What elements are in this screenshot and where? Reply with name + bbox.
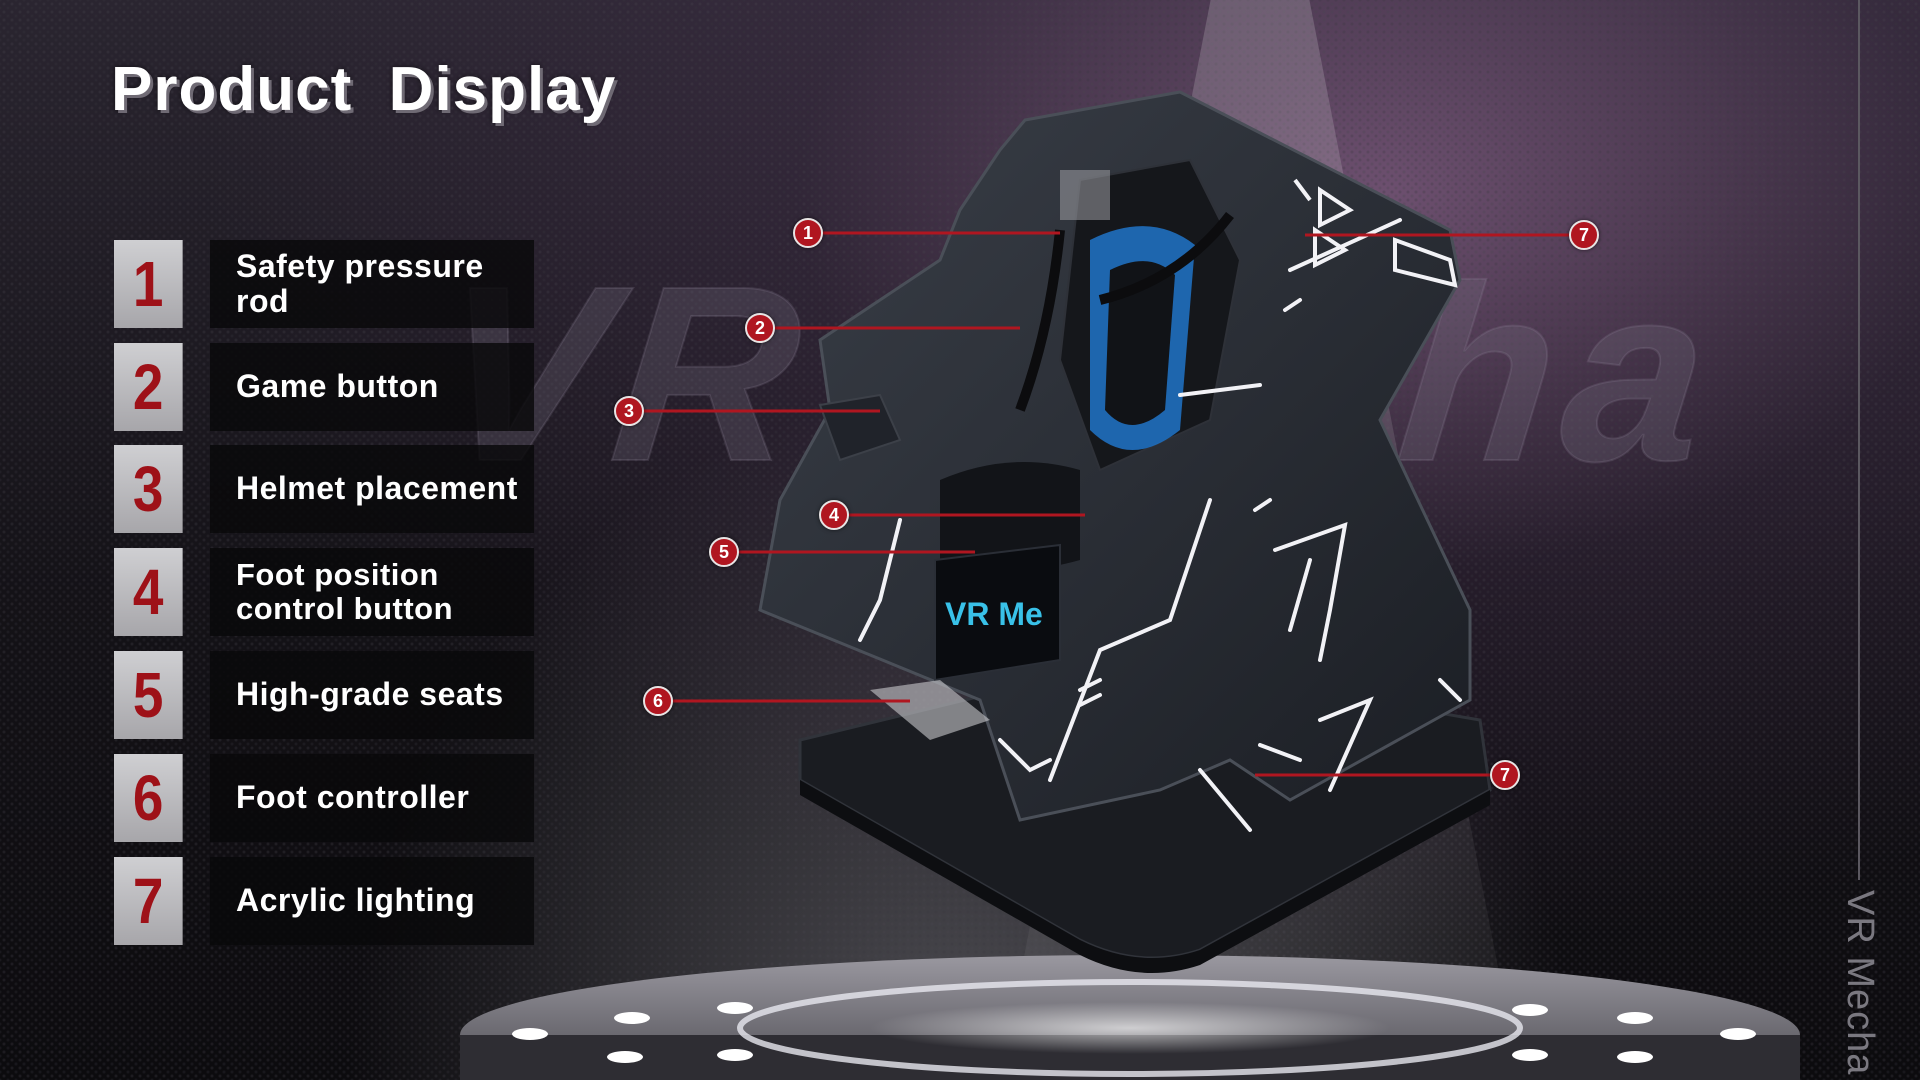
feature-number-tile: 4 (114, 548, 183, 636)
feature-number: 3 (133, 453, 164, 525)
callout-marker-6: 6 (643, 686, 673, 716)
feature-label-line1: Foot position (236, 556, 439, 592)
feature-label: High-grade seats (210, 651, 534, 739)
callout-marker-2: 2 (745, 313, 775, 343)
feature-label-line2: control button (236, 591, 454, 626)
feature-number: 2 (133, 351, 164, 423)
callout-marker-7-bottom: 7 (1490, 760, 1520, 790)
callout-marker-7-top: 7 (1569, 220, 1599, 250)
leader-lines (629, 231, 1584, 777)
feature-number: 1 (133, 248, 164, 320)
machine-frame: VR Me (758, 90, 1472, 832)
feature-number: 6 (133, 762, 164, 834)
feature-label: Foot position control button (210, 548, 534, 636)
feature-number-tile: 7 (114, 857, 183, 945)
screen-logo-text: VR Me (945, 596, 1043, 632)
feature-row-5: 5 High-grade seats (114, 651, 534, 739)
feature-row-6: 6 Foot controller (114, 754, 534, 842)
feature-number-tile: 6 (114, 754, 183, 842)
feature-number-tile: 3 (114, 445, 183, 533)
feature-row-4: 4 Foot position control button (114, 548, 534, 636)
feature-label: Foot controller (210, 754, 534, 842)
feature-number: 4 (133, 556, 164, 628)
side-divider (1858, 0, 1860, 880)
feature-label: Game button (210, 343, 534, 431)
feature-label: Safety pressure rod (210, 240, 534, 328)
callout-marker-5: 5 (709, 537, 739, 567)
feature-label: Helmet placement (210, 445, 534, 533)
feature-number-tile: 5 (114, 651, 183, 739)
feature-number-tile: 1 (114, 240, 183, 328)
feature-number: 5 (133, 659, 164, 731)
feature-row-7: 7 Acrylic lighting (114, 857, 534, 945)
feature-number: 7 (133, 865, 164, 937)
feature-row-2: 2 Game button (114, 343, 534, 431)
feature-row-1: 1 Safety pressure rod (114, 240, 534, 328)
callout-marker-3: 3 (614, 396, 644, 426)
side-label: VR Mecha (1839, 890, 1881, 1076)
podium (460, 955, 1800, 1080)
feature-number-tile: 2 (114, 343, 183, 431)
page-title: Product Display (111, 55, 617, 124)
callout-marker-1: 1 (793, 218, 823, 248)
feature-label: Acrylic lighting (210, 857, 534, 945)
feature-row-3: 3 Helmet placement (114, 445, 534, 533)
callout-marker-4: 4 (819, 500, 849, 530)
